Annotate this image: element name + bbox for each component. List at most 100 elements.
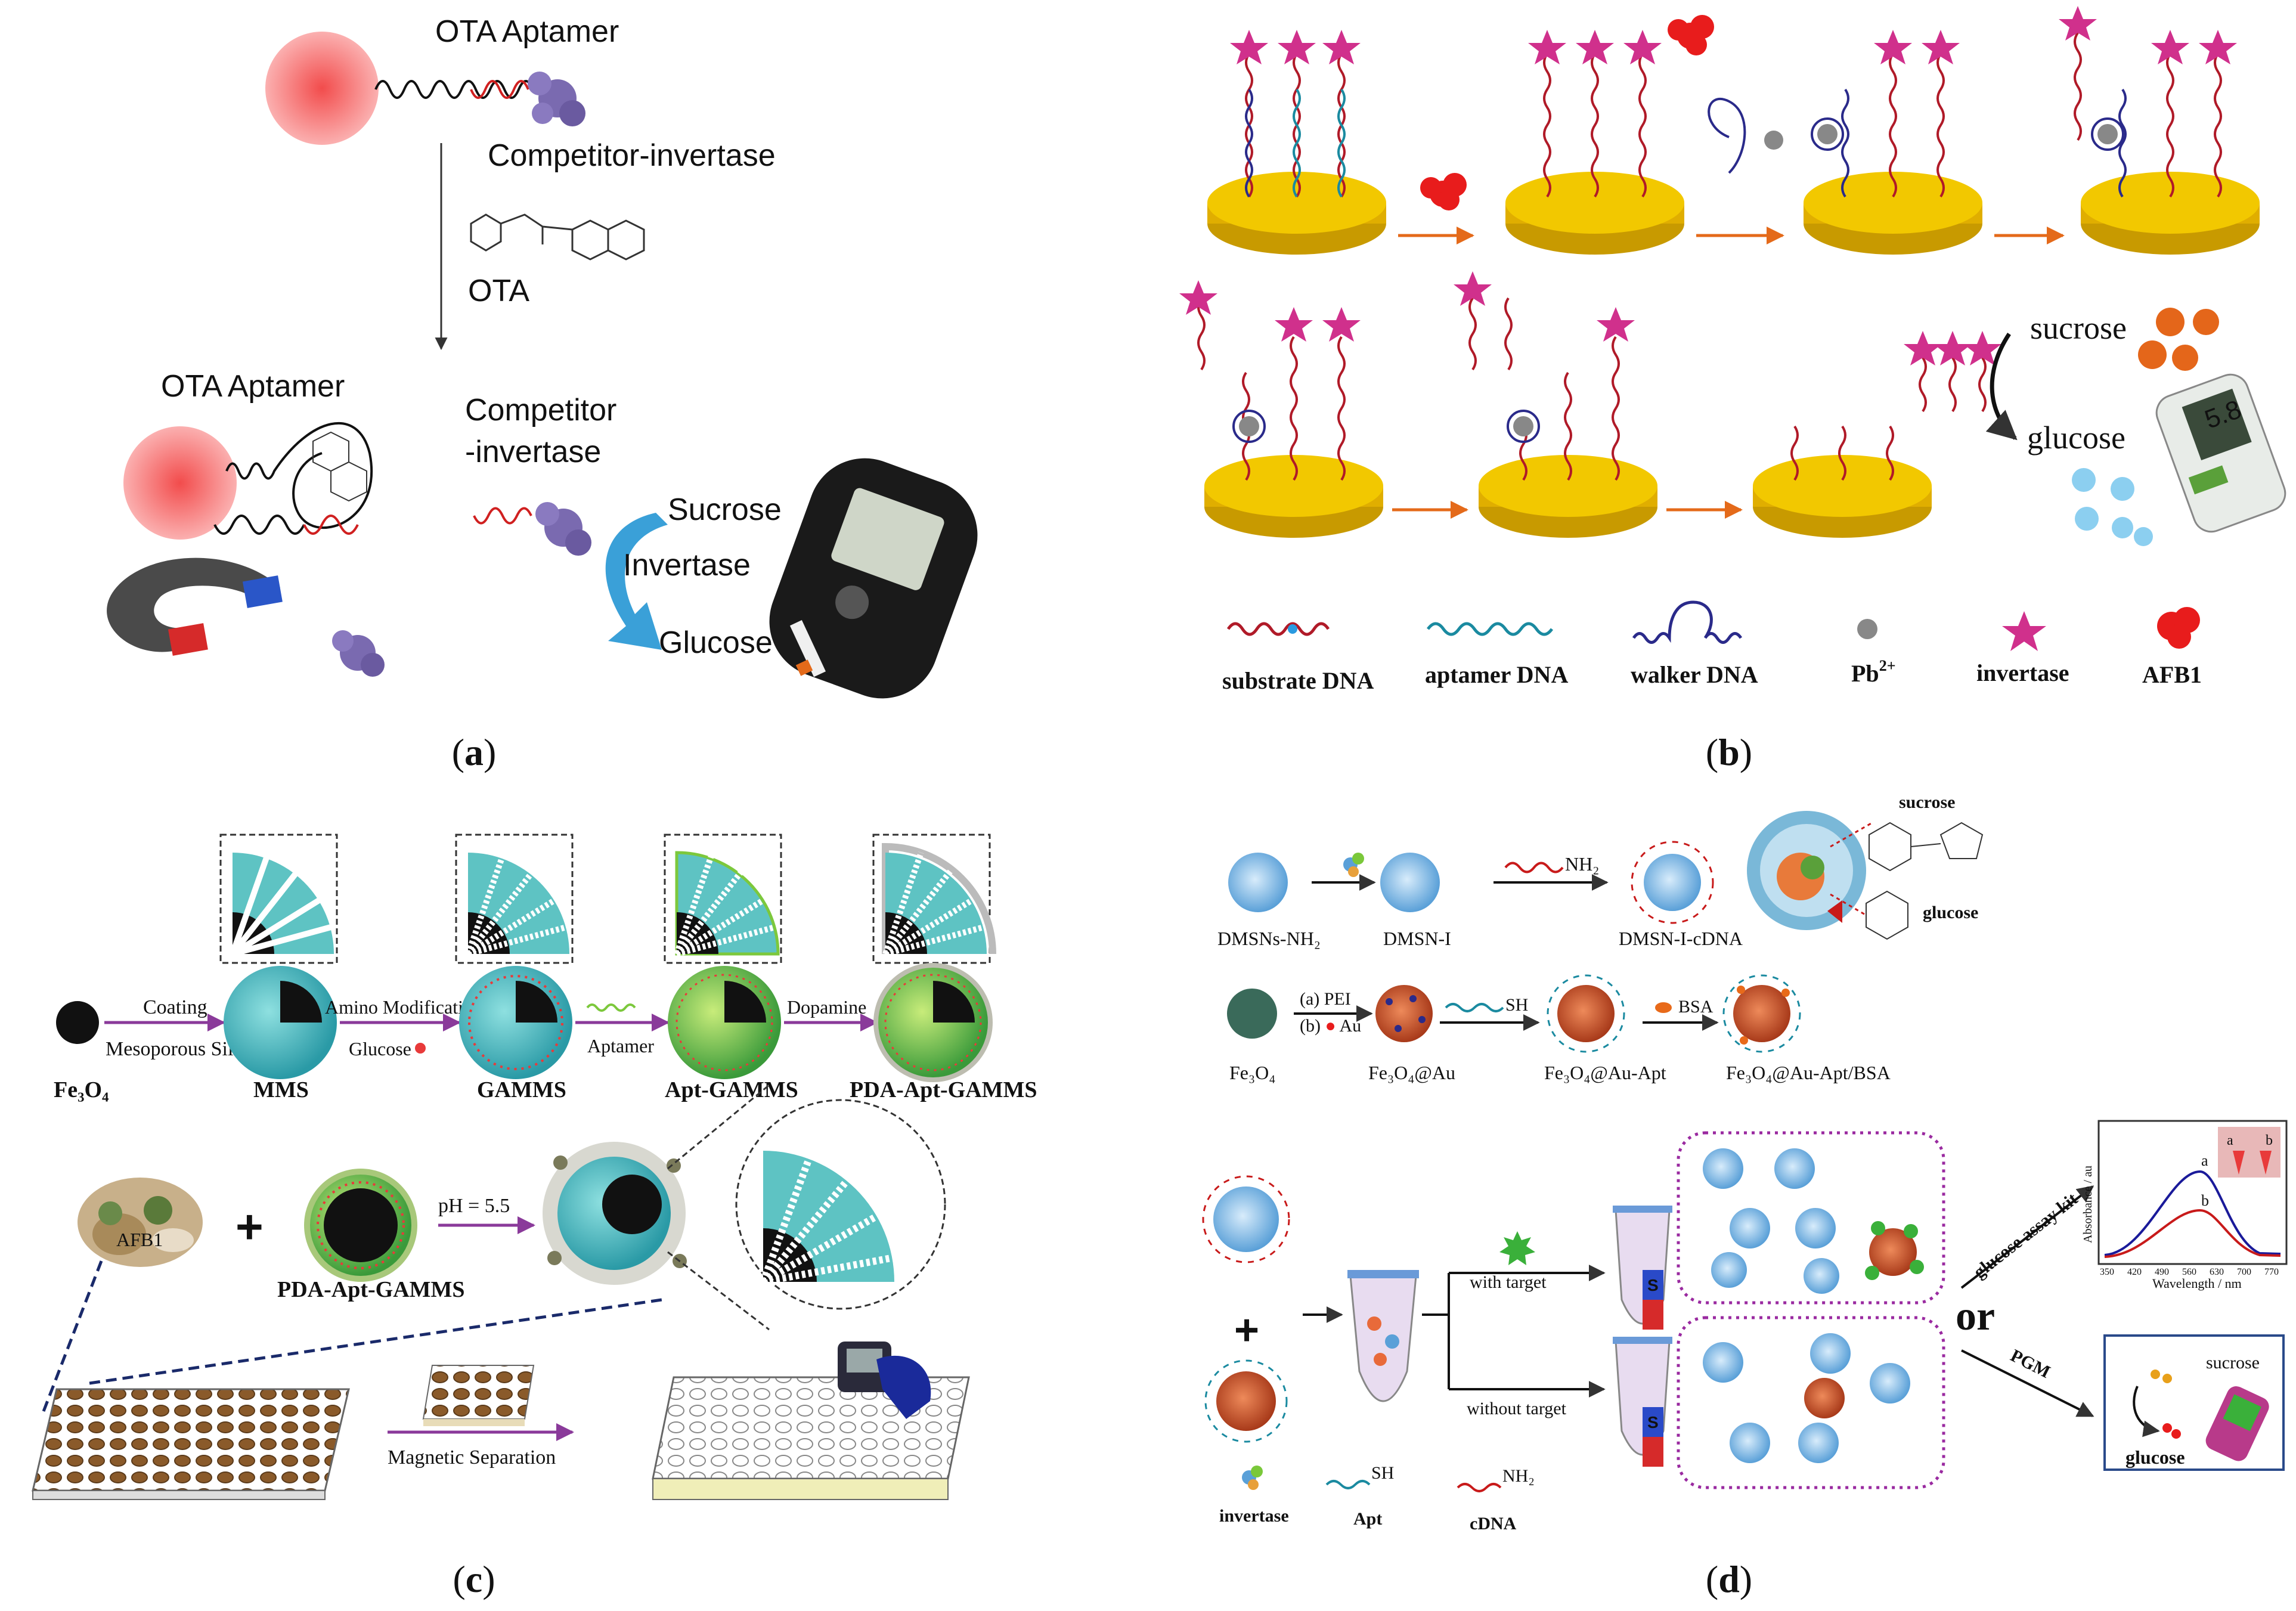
glucose-label-d-top: glucose: [1923, 903, 1978, 922]
conversion-arrow-b: [1985, 333, 2018, 441]
competitor-label-line2: -invertase: [465, 435, 601, 469]
fe3o4-au-apt-particle: [1547, 974, 1625, 1053]
sucrose-structure-d: [1869, 822, 1984, 872]
fe3o4-au-apt-label: Fe₃O₄@Au-Apt: [1544, 1062, 1666, 1083]
dotted-box-with-target: [1677, 1131, 1945, 1305]
svg-text:S: S: [1647, 1413, 1659, 1432]
branch-lines-d: [1422, 1272, 1598, 1390]
sucrose-label: Sucrose: [668, 492, 782, 527]
fe3o4-particle-c: [56, 1001, 99, 1044]
pda-apt-gamms-label-2: PDA-Apt-GAMMS: [277, 1277, 465, 1302]
panel-c-caption: (c): [453, 1558, 495, 1600]
svg-text:walker DNA: walker DNA: [1631, 661, 1758, 688]
invertase-protein-free: [535, 502, 591, 556]
afb1-sample-icon: [78, 1178, 203, 1267]
magnetic-separation-label: Magnetic Separation: [388, 1446, 556, 1469]
curve-b-label: b: [2201, 1192, 2209, 1209]
gamms-label: GAMMS: [477, 1077, 566, 1102]
legend-item-cdna-d: NH₂ cDNA: [1457, 1466, 1535, 1533]
dopamine-label: Dopamine: [787, 996, 866, 1018]
dna-strands-bottom: [1197, 297, 1987, 481]
apt-sh-strand-top: [1445, 1003, 1504, 1012]
ota-aptamer-label-bottom: OTA Aptamer: [161, 369, 345, 404]
amino-modification-label: Amino Modification: [325, 996, 482, 1018]
glucose-label: Glucose: [659, 625, 773, 660]
legend-item-invertase: invertase: [1976, 611, 2069, 686]
competitor-label-line1: Competitor: [465, 393, 616, 427]
chart-ylabel: Absorbance / au: [2081, 1166, 2094, 1243]
svg-text:Pb2+: Pb2+: [1851, 657, 1896, 687]
svg-text:aptamer DNA: aptamer DNA: [1425, 661, 1568, 688]
catalysis-arrow: [605, 513, 668, 650]
electrode-7: [1753, 455, 1932, 538]
magnet-icon: [107, 557, 283, 656]
glucose-structure-d: [1866, 890, 1908, 940]
well-plate-right: [652, 1376, 970, 1500]
tube-mix: [1347, 1270, 1419, 1402]
mms-sphere: [224, 966, 337, 1079]
electrode-2: [1505, 172, 1684, 255]
coating-label: Coating: [143, 996, 207, 1018]
plus-sign-d: +: [1234, 1306, 1259, 1354]
pgm-box: sucrose glucose: [2103, 1334, 2285, 1471]
svg-text:glucose: glucose: [2125, 1446, 2185, 1468]
legend-item-substrate-dna: substrate DNA: [1222, 622, 1374, 694]
svg-text:700: 700: [2237, 1267, 2251, 1277]
pda-apt-gamms-label: PDA-Apt-GAMMS: [850, 1077, 1037, 1102]
afb1-molecules-b: [1420, 15, 1714, 210]
electrode-5: [1204, 455, 1383, 538]
arrow-pgm: [1961, 1349, 2094, 1417]
arrow-glucose-kit: [1960, 1185, 2094, 1289]
released-competitor-red: [303, 515, 359, 535]
svg-text:substrate DNA: substrate DNA: [1222, 667, 1374, 694]
dmsn-zoom-sphere: [1747, 811, 1873, 930]
zoom-box-gamms: [455, 834, 574, 964]
dmsn-i-cdna-particle: [1631, 841, 1714, 924]
dotted-box-without-target: [1677, 1316, 1945, 1489]
or-label: or: [1956, 1293, 1995, 1339]
panel-b-caption: (b): [1706, 731, 1752, 773]
apt-gamms-label: Apt-GAMMS: [665, 1077, 798, 1102]
svg-text:Apt: Apt: [1353, 1509, 1382, 1529]
sucrose-label-d-top: sucrose: [1899, 792, 1955, 812]
svg-text:invertase: invertase: [1219, 1506, 1289, 1526]
fe3o4-au-apt-bsa-particle: [1722, 974, 1801, 1053]
electrode-6: [1479, 455, 1657, 538]
legend-item-pb2plus: Pb2+: [1851, 619, 1896, 687]
apt-gamms-sphere: [668, 966, 781, 1079]
chart-xlabel: Wavelength / nm: [2152, 1276, 2242, 1291]
folded-aptamer: [225, 422, 373, 529]
glucose-dot-c: [415, 1043, 426, 1054]
well-plate-left: [32, 1388, 350, 1500]
legend-item-walker-dna: walker DNA: [1631, 600, 1758, 688]
legend-item-apt-d: SH Apt: [1325, 1463, 1394, 1529]
fe3o4-au-apt-bsa-label: Fe₃O₄@Au-Apt/BSA: [1726, 1062, 1891, 1083]
ota-structure-icon: [470, 213, 645, 261]
fe3o4-particle-d: [1227, 989, 1277, 1039]
competitor-strand-top: [470, 80, 529, 99]
zoom-callout-lines-c: [667, 1084, 770, 1331]
svg-text:a: a: [2227, 1133, 2233, 1148]
glucose-molecules: [2072, 468, 2153, 546]
curve-b: [2104, 1209, 2281, 1258]
competitor-invertase-label-top: Competitor-invertase: [488, 138, 776, 173]
mms-label: MMS: [253, 1077, 309, 1102]
sucrose-molecules: [2138, 308, 2219, 371]
fe3o4-au-label: Fe₃O₄@Au: [1368, 1062, 1455, 1083]
svg-text:350: 350: [2100, 1267, 2114, 1277]
walker-complexes-b: [1708, 98, 2124, 174]
svg-text:630: 630: [2210, 1267, 2224, 1277]
red-particle-left: [1204, 1359, 1288, 1443]
fe3o4-label-c: Fe₃O₄: [54, 1077, 109, 1102]
ota-bound-structure: [312, 431, 367, 502]
dmsn-i-label: DMSN-I: [1383, 928, 1451, 949]
sucrose-label-b: sucrose: [2030, 310, 2127, 346]
electrode-1: [1207, 172, 1386, 255]
panel-b: sucrose glucose 5.8 substrate DNA aptame…: [1179, 6, 2286, 773]
svg-text:420: 420: [2127, 1267, 2142, 1277]
glucose-assay-kit-label: glucose assay kit: [1970, 1189, 2081, 1282]
released-competitor-strand: [213, 515, 305, 535]
without-target-label: without target: [1467, 1399, 1567, 1418]
chart-xticks: 350 420 490 560 630 700 770: [2100, 1267, 2279, 1277]
